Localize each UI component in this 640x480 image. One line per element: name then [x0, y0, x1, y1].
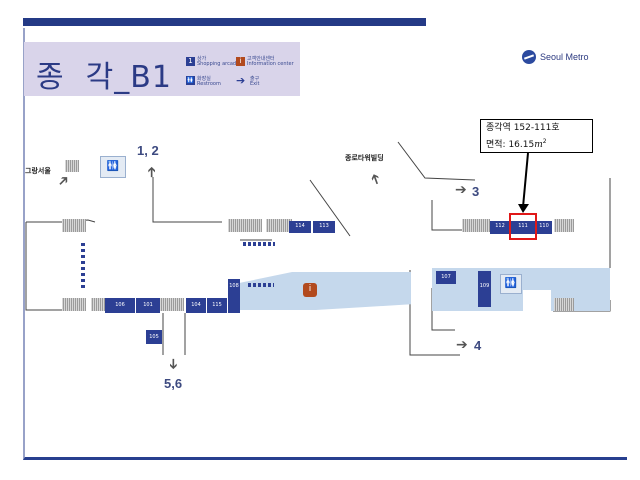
stairs: [91, 298, 105, 311]
stairs: [62, 298, 86, 311]
highlight-box: [509, 213, 537, 240]
exit-1-2: 1, 2: [137, 143, 159, 158]
passage-dashes: [248, 283, 274, 287]
store-107[interactable]: 107: [436, 271, 456, 284]
wall-line: [152, 177, 222, 223]
wall-line: [25, 222, 65, 311]
arrow-right-icon: ➔: [456, 337, 468, 353]
stairs: [65, 160, 79, 172]
stairs: [554, 219, 574, 232]
stairs: [156, 298, 184, 311]
restroom-icon: 🚻: [500, 274, 522, 294]
exit-3: 3: [472, 184, 480, 199]
stairs: [62, 219, 86, 232]
place-jongno-tower: 종로타워빌딩: [345, 154, 384, 162]
store-114[interactable]: 114: [289, 221, 311, 233]
map-frame: [23, 28, 627, 460]
arrow-right-icon: ➔: [455, 182, 467, 198]
store-115[interactable]: 115: [207, 298, 227, 313]
store-105[interactable]: 105: [146, 330, 162, 344]
exit-5-6: 5,6: [164, 376, 183, 391]
callout-area: 면적: 16.15m2: [486, 138, 547, 150]
passage-dashes: [81, 243, 85, 289]
wall-line: [553, 300, 611, 312]
store-113[interactable]: 113: [313, 221, 335, 233]
header-banner: [24, 42, 300, 96]
toilet-legend-icon: 🚻: [186, 76, 195, 85]
stairs: [228, 219, 262, 232]
store-106[interactable]: 106: [105, 298, 135, 313]
station-title: 종 각_B1: [36, 60, 172, 95]
passage-dashes: [243, 242, 275, 246]
arrow-right-icon: ➔: [236, 74, 246, 87]
top-accent-bar: [23, 18, 426, 26]
wall-line: [309, 179, 351, 237]
store-104[interactable]: 104: [186, 298, 206, 313]
place-grand-seoul: 그랑서울: [25, 167, 51, 175]
brand-logo: Seoul Metro: [522, 50, 589, 64]
stairs: [462, 219, 490, 232]
wall-notch: [523, 290, 551, 311]
store-112[interactable]: 112: [490, 221, 510, 234]
information-center-icon: i: [303, 283, 317, 297]
wall-line: [397, 141, 476, 181]
store-111[interactable]: 111: [511, 221, 535, 234]
store-110[interactable]: 110: [536, 221, 552, 234]
brand-name: Seoul Metro: [540, 52, 589, 62]
restroom-icon: 🚻: [100, 156, 126, 178]
stairs: [266, 219, 292, 232]
store-109[interactable]: 109: [478, 271, 491, 307]
store-108[interactable]: 108: [228, 279, 240, 313]
store-info-callout: 종각역 152-111호 면적: 16.15m2: [480, 119, 593, 153]
seoul-metro-logo-icon: [522, 50, 536, 64]
exit-4: 4: [474, 338, 482, 353]
stairs: [554, 298, 574, 311]
callout-store-id: 종각역 152-111호: [486, 123, 560, 133]
shop-legend-icon: 1: [186, 57, 195, 66]
store-101[interactable]: 101: [136, 298, 160, 313]
info-legend-icon: i: [236, 57, 245, 66]
